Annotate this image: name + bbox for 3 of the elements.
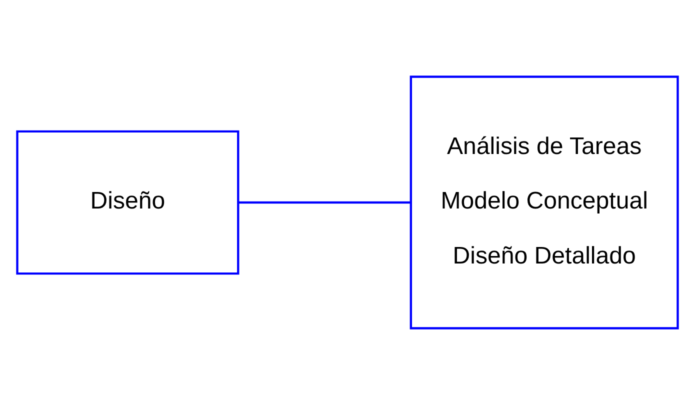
node-box: Análisis de Tareas Modelo Conceptual Diseño Detallado (410, 76, 679, 330)
node-box: Diseño (16, 130, 240, 275)
connector (238, 201, 410, 204)
